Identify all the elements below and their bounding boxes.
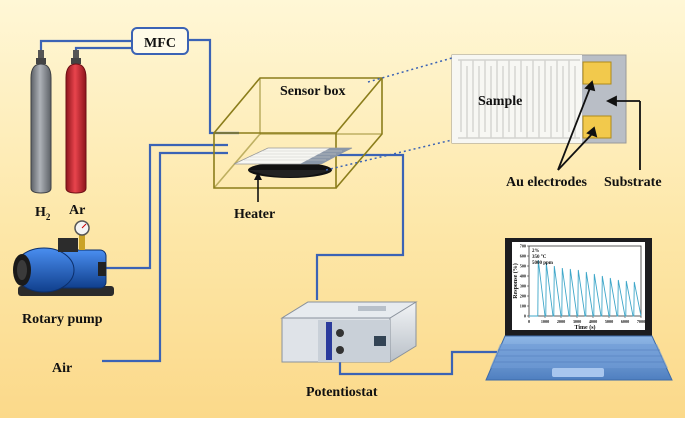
rotary-pump	[13, 220, 114, 296]
annotation-arrows	[557, 80, 641, 171]
mfc-label: MFC	[144, 36, 176, 51]
ar-label: Ar	[69, 203, 85, 218]
sample-in-box	[233, 147, 353, 165]
heater-label: Heater	[234, 207, 275, 222]
potentiostat-label: Potentiostat	[306, 385, 378, 400]
au-electrodes-label: Au electrodes	[506, 175, 588, 190]
chart-x-tick-label: 3000	[573, 319, 581, 324]
air-label: Air	[52, 361, 72, 376]
heater-arrow-head	[254, 172, 262, 180]
chart-y-tick-label: 200	[520, 294, 526, 299]
chart-annotation-1: 2%	[532, 249, 540, 254]
air-line	[102, 151, 228, 363]
chart-y-tick-label: 600	[520, 254, 526, 259]
chart-x-tick-label: 7000	[637, 319, 645, 324]
potentiostat-screen	[374, 336, 386, 346]
h2-pipe	[39, 39, 132, 65]
mfc-outlet-pipe	[188, 38, 239, 135]
laptop-keyboard	[494, 349, 664, 363]
pump-line	[102, 143, 228, 270]
chart-x-tick-label: 6000	[621, 319, 629, 324]
substrate-label: Substrate	[604, 175, 662, 190]
sample-closeup	[451, 54, 627, 144]
h2-cylinder	[30, 50, 52, 194]
gas-pipes	[39, 38, 497, 376]
ar-cylinder	[65, 50, 87, 194]
chart-y-tick-label: 0	[524, 314, 526, 319]
au-electrode-bottom	[582, 115, 612, 139]
sensor-box-label: Sensor box	[280, 84, 345, 99]
sample-label: Sample	[478, 94, 522, 109]
potentiostat	[280, 301, 418, 363]
ar-pipe	[74, 46, 132, 65]
mfc: MFC	[131, 27, 189, 55]
chart-y-tick-label: 400	[520, 274, 526, 279]
chart-annotation-2: 350 °C	[532, 255, 547, 260]
chart-x-tick-label: 1000	[541, 319, 549, 324]
zoom-line-bottom	[325, 139, 453, 171]
rotary-pump-label: Rotary pump	[22, 312, 103, 327]
chart-annotation-3: 5000 ppm	[532, 261, 554, 266]
chart-ylabel: Response (%)	[512, 263, 519, 299]
chart-y-tick-label: 500	[520, 264, 526, 269]
chart-x-tick-label: 2000	[557, 319, 565, 324]
au-electrode-top	[582, 61, 612, 85]
chart-xlabel: Time (s)	[574, 324, 595, 331]
laptop-touchpad	[552, 368, 604, 377]
response-chart: 0 1000 2000 3000 4000 5000 6000 7000 0 100 200 300 4…	[512, 244, 645, 332]
chart-x-tick-label: 0	[528, 319, 530, 324]
chart-x-tick-label: 4000	[589, 319, 597, 324]
usb-line-laptop	[338, 350, 497, 376]
chart-x-tick-label: 5000	[605, 319, 613, 324]
chart-series-line	[529, 259, 642, 317]
h2-label: H2	[35, 205, 51, 222]
chart-plot-area	[528, 245, 642, 317]
sensor-box	[213, 77, 384, 189]
electrical-line-potentiostat	[315, 153, 405, 300]
heater	[248, 162, 332, 178]
chart-y-tick-label: 300	[520, 284, 526, 289]
chart-y-tick-label: 100	[520, 304, 526, 309]
chart-y-tick-label: 700	[520, 244, 526, 249]
